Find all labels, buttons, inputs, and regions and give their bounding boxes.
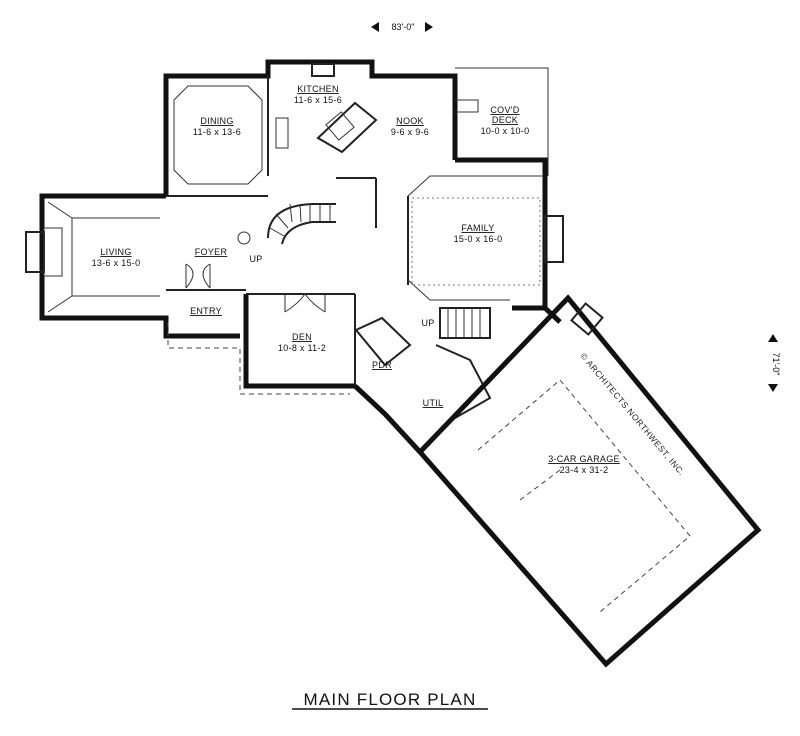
arrow-up-icon	[768, 334, 778, 342]
room-family-name: FAMILY	[461, 223, 494, 233]
depth-dimension-label: 71'-0"	[771, 353, 781, 376]
plan-title: MAIN FLOOR PLAN	[304, 690, 477, 709]
den-wall	[243, 294, 355, 389]
room-kitchen-name: KITCHEN	[297, 84, 339, 94]
room-den-name: DEN	[292, 332, 312, 342]
north-wall	[163, 59, 458, 196]
deck-outline	[455, 67, 549, 176]
depth-dimension-marker: 71'-0"	[768, 334, 781, 392]
living-vault-lines	[47, 201, 160, 313]
family-fireplace-icon	[544, 215, 564, 263]
exterior-walls	[39, 59, 562, 454]
room-living-size: 13-6 x 15-0	[92, 258, 141, 268]
room-den-size: 10-8 x 11-2	[278, 343, 326, 353]
room-nook-name: NOOK	[396, 116, 424, 126]
room-foyer-name: FOYER	[195, 247, 228, 257]
room-garage-size: 23-4 x 31-2	[560, 465, 609, 475]
stair-newel-icon	[237, 231, 251, 245]
front-entry-doors	[185, 263, 211, 289]
pdr-walls	[354, 316, 412, 367]
dining-ceiling-octagon	[173, 85, 263, 185]
family-bay-outline	[407, 175, 545, 301]
living-wall	[39, 193, 240, 339]
arrow-down-icon	[768, 384, 778, 392]
width-dimension-marker: 83'-0"	[371, 22, 433, 32]
room-deck-name-line1: COV'D	[490, 105, 519, 115]
family-ceiling-outline	[411, 197, 541, 286]
kitchen-counter	[275, 117, 289, 149]
room-deck-name-line2: DECK	[492, 115, 518, 125]
garage-walls	[416, 294, 762, 668]
util-walls	[435, 344, 492, 419]
room-dining-name: DINING	[200, 116, 233, 126]
kitchen-sink-icon	[311, 63, 335, 77]
room-deck-size: 10-0 x 10-0	[481, 126, 530, 136]
deck-door	[455, 99, 479, 113]
room-util-name: UTIL	[423, 398, 444, 408]
main-stair-up-label: UP	[249, 254, 262, 264]
hall-angle-wall-west	[353, 384, 422, 454]
room-kitchen-size: 11-6 x 15-6	[294, 95, 342, 105]
room-entry-name: ENTRY	[190, 306, 222, 316]
living-hearth	[43, 227, 63, 277]
main-stair-outer	[267, 203, 336, 239]
width-dimension-label: 83'-0"	[392, 22, 415, 32]
rear-stair-treads	[447, 308, 481, 338]
rear-stair-up-label: UP	[421, 318, 434, 328]
garage	[416, 294, 762, 668]
room-dining-size: 11-6 x 13-6	[193, 127, 241, 137]
den-french-doors	[284, 293, 326, 313]
rear-stair	[439, 307, 491, 339]
family-garage-link	[512, 305, 562, 324]
room-family-size: 15-0 x 16-0	[454, 234, 503, 244]
room-garage-name: 3-CAR GARAGE	[548, 454, 620, 464]
arrow-left-icon	[371, 22, 379, 32]
main-stair-inner	[281, 221, 336, 245]
garage-post	[570, 302, 604, 336]
porch-outline	[167, 322, 350, 395]
room-nook-size: 9-6 x 9-6	[391, 127, 429, 137]
interior-walls	[166, 76, 492, 419]
garage-bay-lines	[477, 379, 691, 613]
room-pdr-name: PDR	[372, 360, 392, 370]
main-stair-treads	[269, 203, 331, 237]
room-living-name: LIVING	[100, 247, 131, 257]
kitchen-island	[316, 101, 378, 154]
arrow-right-icon	[425, 22, 433, 32]
cooktop-icon	[325, 111, 355, 141]
garage-bay-divider	[519, 469, 561, 501]
